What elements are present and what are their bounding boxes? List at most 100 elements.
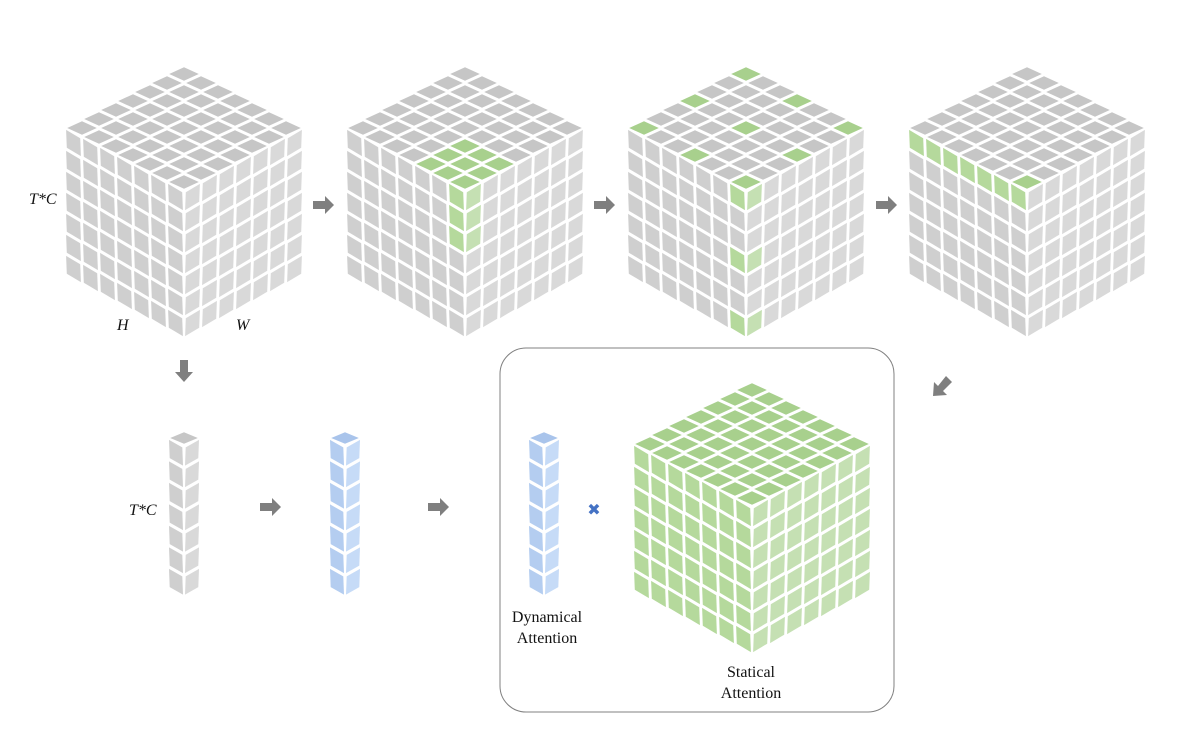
top-cell: [1080, 121, 1110, 135]
left-cell: [100, 189, 115, 217]
right-cell: [1113, 264, 1128, 292]
right-cell: [517, 177, 532, 205]
left-cell: [719, 511, 734, 539]
column-left-cell: [169, 461, 183, 488]
top-cell: [765, 139, 795, 153]
arrow-down: [175, 360, 193, 382]
right-cell: [821, 505, 836, 533]
right-cell: [815, 210, 830, 238]
left-cell: [432, 174, 447, 202]
left-cell: [100, 273, 115, 301]
right-cell: [781, 270, 796, 298]
column-left-cell: [330, 504, 344, 531]
right-cell: [1130, 234, 1145, 262]
top-cell: [961, 94, 991, 108]
left-cell: [364, 264, 379, 292]
top-cell: [737, 419, 767, 433]
left-cell: [432, 300, 447, 328]
top-cell: [652, 428, 682, 442]
top-cell: [501, 148, 531, 162]
top-cell: [1029, 112, 1059, 126]
right-cell: [1130, 171, 1145, 199]
left-cell: [651, 559, 666, 587]
top-cell: [169, 175, 199, 189]
top-cell: [944, 103, 974, 117]
top-cell: [703, 437, 733, 451]
left-cell: [151, 174, 166, 202]
right-cell: [270, 201, 285, 229]
top-cell: [754, 446, 784, 460]
right-cell: [551, 264, 566, 292]
top-cell: [237, 121, 267, 135]
column-left-cell: [169, 504, 183, 531]
right-cell: [185, 183, 200, 211]
left-cell: [696, 186, 711, 214]
left-cell: [713, 300, 728, 328]
left-cell: [398, 219, 413, 247]
column-left-cell: [169, 482, 183, 509]
result-box: [499, 347, 895, 713]
top-cell: [978, 157, 1008, 171]
column-left-cell: [169, 547, 183, 574]
top-cell: [271, 121, 301, 135]
top-cell: [416, 85, 446, 99]
left-cell: [398, 240, 413, 268]
right-cell: [1028, 225, 1043, 253]
left-cell: [736, 499, 751, 527]
right-cell: [568, 213, 583, 241]
right-cell: [855, 445, 870, 473]
left-cell: [702, 502, 717, 530]
right-cell: [1028, 267, 1043, 295]
right-cell: [253, 189, 268, 217]
top-cell: [467, 148, 497, 162]
left-cell: [736, 520, 751, 548]
cube-vertical-column: [909, 67, 1145, 337]
right-cell: [568, 129, 583, 157]
top-cell: [686, 446, 716, 460]
left-cell: [398, 198, 413, 226]
top-cell: [186, 148, 216, 162]
top-cell: [680, 130, 710, 144]
top-cell: [501, 130, 531, 144]
top-cell: [754, 464, 784, 478]
right-cell: [253, 231, 268, 259]
left-cell: [415, 165, 430, 193]
right-cell: [1130, 255, 1145, 283]
arrow-right-2: [594, 196, 615, 214]
right-cell: [798, 219, 813, 247]
top-cell: [731, 175, 761, 189]
right-cell: [821, 463, 836, 491]
left-cell: [168, 246, 183, 274]
left-cell: [679, 156, 694, 184]
right-cell: [781, 186, 796, 214]
column-left-cell: [169, 439, 183, 466]
top-cell: [720, 428, 750, 442]
left-cell: [628, 129, 643, 157]
right-cell: [568, 255, 583, 283]
top-cell: [771, 455, 801, 469]
top-cell: [816, 112, 846, 126]
top-cell: [680, 148, 710, 162]
right-cell: [534, 168, 549, 196]
top-cell: [737, 437, 767, 451]
right-cell: [270, 222, 285, 250]
left-cell: [960, 282, 975, 310]
left-cell: [1011, 225, 1026, 253]
top-cell: [961, 130, 991, 144]
column-right-cell: [545, 482, 559, 509]
top-cell: [720, 410, 750, 424]
right-cell: [770, 553, 785, 581]
left-cell: [117, 198, 132, 226]
left-cell: [977, 186, 992, 214]
top-cell: [703, 401, 733, 415]
top-cell: [135, 103, 165, 117]
top-cell: [731, 67, 761, 81]
column-top-cell: [170, 432, 198, 444]
top-cell: [203, 157, 233, 171]
column-right-cell: [185, 439, 199, 466]
right-cell: [849, 171, 864, 199]
left-cell: [943, 231, 958, 259]
left-cell: [151, 258, 166, 286]
top-cell: [237, 139, 267, 153]
top-cell: [978, 103, 1008, 117]
